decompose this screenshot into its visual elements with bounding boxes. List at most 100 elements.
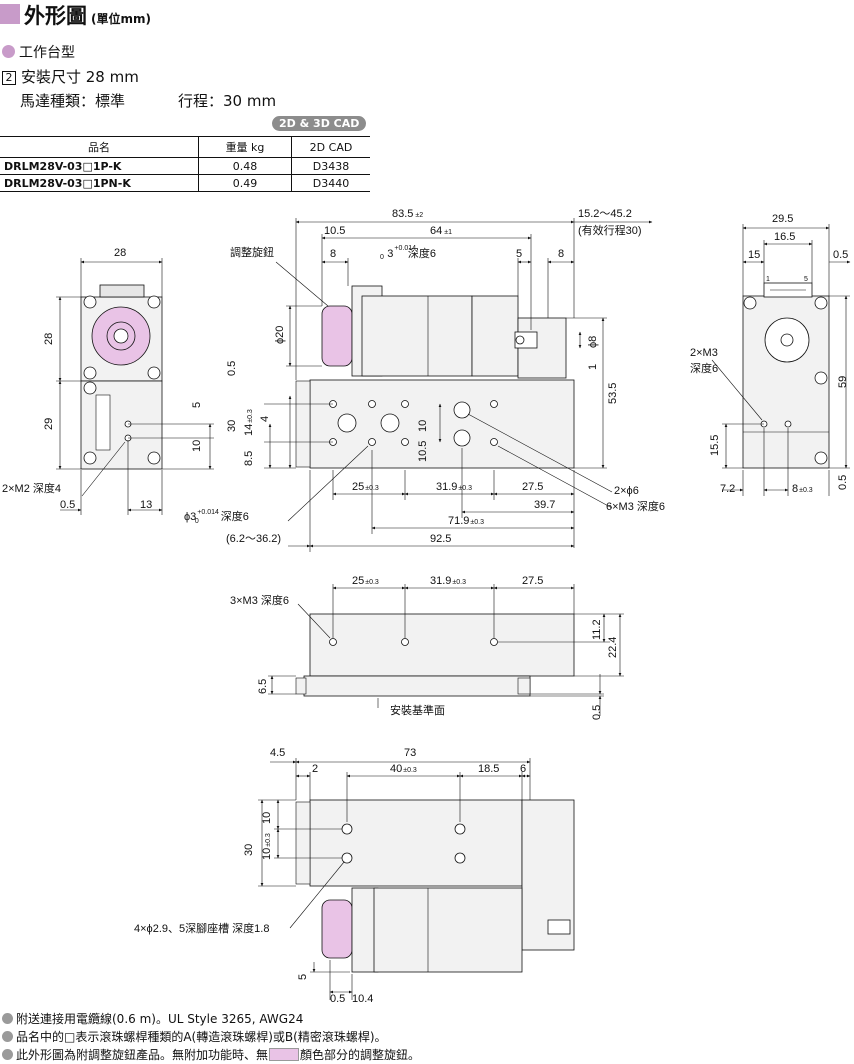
dim-4: 4 — [259, 416, 271, 422]
label-adjust-knob: 調整旋鈕 — [230, 245, 274, 259]
label-2-m3: 2×M3 — [690, 347, 718, 359]
dim-stroke-range: 15.2～45.2 — [578, 208, 632, 220]
bottom-left-plate — [295, 801, 311, 885]
dim-bot-2: 2 — [312, 763, 318, 775]
dim-bot-6: 6 — [520, 763, 526, 775]
dim-31-9: 31.9±0.3 — [436, 481, 472, 493]
rod-hole — [515, 335, 525, 345]
label-m2-depth4: 2×M2 深度4 — [2, 481, 61, 495]
dim-8-5: 8.5 — [243, 451, 255, 466]
screw-icon — [147, 295, 161, 309]
screw-icon — [814, 296, 828, 310]
front-view: 28 28 29 5 10 13 0.5 2×M2 深度4 — [2, 247, 214, 515]
dim-mid-0-5: 0.5 — [591, 705, 603, 720]
screw-icon — [147, 451, 161, 465]
dim-8a: 8 — [330, 248, 336, 260]
tapped-hole — [368, 400, 376, 408]
screw-icon — [83, 366, 97, 380]
bottom-rod — [547, 919, 571, 935]
dim-mid-11-2: 11.2 — [591, 619, 603, 640]
dim-5: 5 — [516, 248, 522, 260]
dim-front-29: 29 — [43, 418, 55, 430]
product-name: DRLM28V-03□1P-K — [0, 157, 199, 175]
table-row: DRLM28V-03□1P-K 0.48 D3438 — [0, 157, 370, 175]
dim-92-5: 92.5 — [430, 533, 451, 545]
dim-mid-31-9: 31.9±0.3 — [430, 575, 466, 587]
tapped-hole — [401, 638, 409, 646]
bottom-view: 4.5 73 2 40±0.3 18.5 6 30 10 10±0.3 4×ϕ2… — [134, 747, 575, 1005]
dim-front-10: 10 — [191, 440, 203, 452]
cad-badge[interactable]: 2D & 3D CAD — [272, 116, 367, 131]
col-header-weight: 重量 kg — [198, 136, 292, 158]
base-left-block — [295, 677, 307, 695]
col-header-cad: 2D CAD — [291, 136, 370, 158]
label-mount-ref: 安裝基準面 — [390, 703, 445, 717]
gear-housing — [471, 295, 519, 377]
pin-hole — [453, 401, 471, 419]
table-side-plate — [295, 380, 311, 468]
note-bullet — [2, 1031, 13, 1042]
tapped-hole — [490, 400, 498, 408]
dim-front-13: 13 — [140, 499, 152, 511]
page-title: 外形圖(單位mm) — [24, 4, 151, 28]
base-right-block — [517, 677, 531, 695]
screw-icon — [83, 295, 97, 309]
cad-link[interactable]: D3438 — [291, 157, 370, 175]
dim-bot-5: 5 — [297, 974, 309, 980]
tapped-hole — [401, 438, 409, 446]
product-name: DRLM28V-03□1PN-K — [0, 174, 199, 192]
dim-10-5b: 10.5 — [417, 441, 429, 462]
pin-1: 1 — [766, 276, 770, 283]
dim-bot-18-5: 18.5 — [478, 763, 499, 775]
dim-53-5: 53.5 — [607, 383, 619, 404]
dim-bot-40: 40±0.3 — [390, 763, 417, 775]
label-6-m3: 6×M3 深度6 — [606, 499, 665, 513]
dim-bot-10b: 10±0.3 — [261, 833, 273, 860]
counterbore-hole — [341, 852, 353, 864]
top-view: 調整旋鈕 83.5±2 15.2～45.2 (有效行程30) 10.5 64±1… — [184, 208, 665, 552]
base-plate — [303, 675, 531, 697]
dim-mid-6-5: 6.5 — [257, 679, 269, 694]
note-1: 附送連接用電纜線(0.6 m)。UL Style 3265, AWG24 — [2, 1010, 420, 1028]
dim-side-15: 15 — [748, 249, 760, 261]
dim-side-8: 8±0.3 — [792, 483, 813, 495]
label-effective-stroke: (有效行程30) — [578, 223, 642, 237]
tapped-hole — [784, 420, 792, 428]
tapped-hole — [490, 638, 498, 646]
pin-hole — [453, 429, 471, 447]
dim-bot-10a: 10 — [261, 812, 273, 824]
col-header-name: 品名 — [0, 136, 199, 158]
motor-body — [361, 295, 473, 377]
counterbore-hole — [454, 823, 466, 835]
dim-64: 64±1 — [430, 225, 452, 237]
dim-front-05: 0.5 — [60, 499, 75, 511]
bullet-dot — [2, 45, 15, 58]
label-phi8: ϕ8 — [587, 336, 599, 348]
front-motor-cap — [99, 284, 145, 298]
dim-side-0-5: 0.5 — [833, 249, 848, 261]
dim-30: 30 — [226, 420, 238, 432]
dim-1: 1 — [587, 364, 599, 370]
screw-icon — [743, 296, 757, 310]
dim-front-5: 5 — [191, 402, 203, 408]
screw-icon — [337, 413, 357, 433]
screw-icon — [83, 451, 97, 465]
middle-view: 25±0.3 31.9±0.3 27.5 3×M3 深度6 11.2 22.4 … — [230, 575, 624, 720]
dim-mid-22-4: 22.4 — [607, 637, 619, 658]
cad-link[interactable]: D3440 — [291, 174, 370, 192]
bottom-base — [309, 799, 523, 887]
dim-71-9: 71.9±0.3 — [448, 515, 484, 527]
table-row: DRLM28V-03□1PN-K 0.49 D3440 — [0, 174, 370, 192]
label-2-phi6: 2×ϕ6 — [614, 485, 639, 497]
dim-total: 83.5±2 — [392, 208, 423, 220]
dim-27-5: 27.5 — [522, 481, 543, 493]
dim-6-2-range: (6.2～36.2) — [226, 533, 281, 545]
adjust-knob-icon — [321, 899, 353, 959]
dim-0-5: 0.5 — [226, 361, 238, 376]
label-phi20: ϕ20 — [274, 326, 286, 344]
note-bullet — [2, 1049, 13, 1060]
knob-color-swatch — [269, 1048, 300, 1061]
dim-side-29-5: 29.5 — [772, 213, 793, 225]
dim-side-16-5: 16.5 — [774, 231, 795, 243]
